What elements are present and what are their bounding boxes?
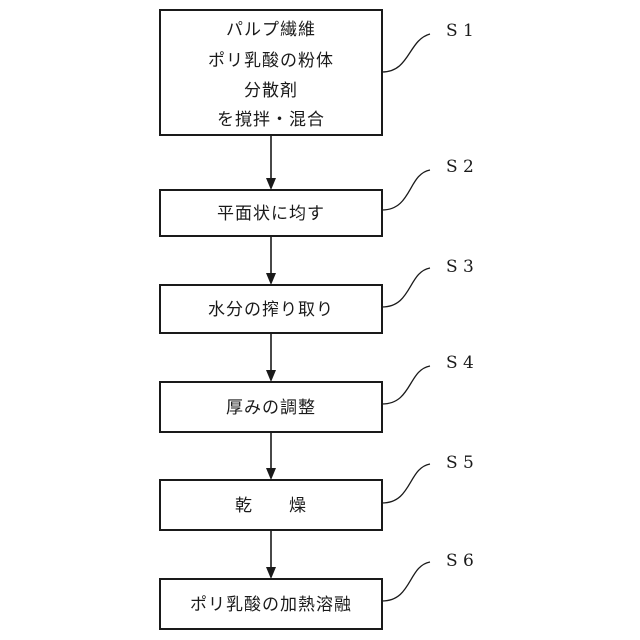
step-4: 厚みの調整 S 4 (160, 353, 474, 432)
step-5-label: S 5 (446, 453, 474, 473)
step-2: 平面状に均す S 2 (160, 157, 474, 236)
step-6: ポリ乳酸の加熱溶融 S 6 (160, 551, 474, 629)
step-4-line-1: 厚みの調整 (226, 398, 316, 418)
step-3-line-1: 水分の搾り取り (208, 300, 334, 320)
step-2-leader (382, 170, 430, 210)
step-1-leader (382, 34, 430, 72)
step-5-leader (382, 464, 430, 503)
step-1-line-4: を撹拌・混合 (217, 110, 325, 130)
step-3: 水分の搾り取り S 3 (160, 257, 474, 333)
step-1-line-2: ポリ乳酸の粉体 (208, 51, 334, 71)
step-2-label: S 2 (446, 157, 474, 177)
step-5: 乾 燥 S 5 (160, 453, 474, 530)
step-1: パルプ繊維 ポリ乳酸の粉体 分散剤 を撹拌・混合 S 1 (160, 10, 474, 135)
step-3-leader (382, 268, 430, 307)
step-4-label: S 4 (446, 353, 474, 373)
arrow-1 (266, 135, 276, 190)
arrow-2 (266, 236, 276, 285)
step-3-label: S 3 (446, 257, 474, 277)
step-1-line-3: 分散剤 (244, 81, 298, 101)
step-4-leader (382, 366, 430, 404)
step-6-leader (382, 562, 430, 601)
step-1-label: S 1 (446, 21, 474, 41)
step-6-label: S 6 (446, 551, 474, 571)
step-1-line-1: パルプ繊維 (226, 20, 316, 40)
step-6-line-1: ポリ乳酸の加熱溶融 (190, 595, 352, 615)
arrow-5 (266, 530, 276, 579)
step-2-line-1: 平面状に均す (217, 204, 325, 224)
arrow-3 (266, 333, 276, 382)
arrow-4 (266, 432, 276, 480)
step-5-line-1: 乾 燥 (235, 496, 307, 516)
